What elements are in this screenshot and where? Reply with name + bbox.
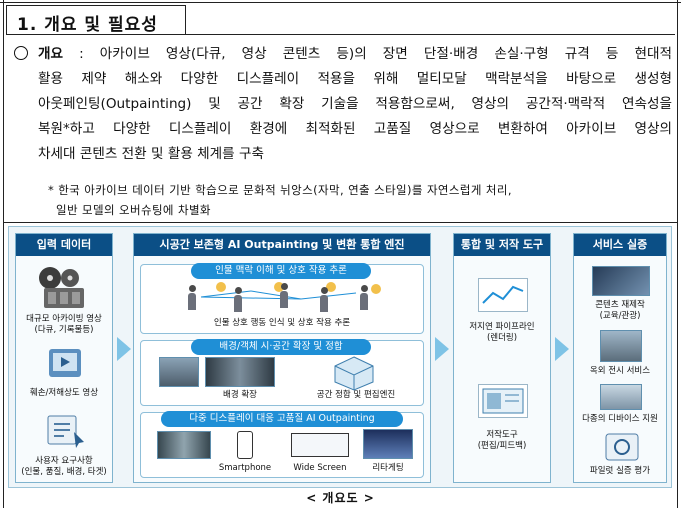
overview-paragraph: 개요 : 아카이브 영상(다큐, 영상 콘텐츠 등)의 장면 단절·배경 손실·… [14, 42, 672, 167]
heading-rule [186, 34, 675, 35]
tools-item-pipeline: 저지연 파이프라인 [469, 322, 535, 332]
figure-top-rule [4, 222, 678, 223]
services-column: 서비스 실증 콘텐츠 재제작 (교육/관광) 옥외 전시 서비스 다종의 디바이… [573, 233, 667, 483]
input-column: 입력 데이터 대규모 아카이빙 영상 (다큐, 기록물등) 훼손/저해상도 영상… [15, 233, 113, 483]
content-remake-thumbnail [592, 266, 650, 296]
overview-text-1: : 아카이브 영상(다큐, 영상 콘텐츠 등)의 장면 단절·배경 손실·구형 … [79, 46, 673, 62]
pipeline-icon [478, 278, 528, 312]
overview-line-5: 차세대 콘텐츠 전환 및 활용 체계를 구축 [38, 146, 265, 162]
engine-panel-spatial: 배경/객체 시·공간 확장 및 정합 배경 확장 공간 정합 및 편집엔진 [140, 339, 424, 406]
person-icon [279, 283, 289, 309]
overview-line-2: 활용 제약 해소와 다양한 디스플레이 적용을 위해 멀티모달 맥락분석을 바탕… [38, 71, 672, 87]
engine-column-title: 시공간 보존형 AI Outpainting 및 변환 통합 엔진 [134, 234, 430, 256]
input-item-archive-sub: (다큐, 기록물등) [34, 325, 94, 335]
multi-device-thumbnail [600, 384, 642, 410]
top-divider [0, 0, 681, 3]
footnote-line-2: 일반 모델의 오버슈팅에 차별화 [56, 203, 211, 217]
authoring-tool-icon [478, 384, 528, 418]
person-icon [359, 285, 369, 311]
engine-column: 시공간 보존형 AI Outpainting 및 변환 통합 엔진 인물 맥락 … [133, 233, 431, 483]
person-icon [187, 285, 197, 311]
input-item-damaged: 훼손/저해상도 영상 [29, 388, 99, 398]
overview-line-1: 개요 : 아카이브 영상(다큐, 영상 콘텐츠 등)의 장면 단절·배경 손실·… [14, 42, 672, 67]
panel-display-caption-smartphone: Smartphone [218, 463, 272, 473]
input-item-request-sub: (인물, 품질, 배경, 타겟) [21, 467, 107, 477]
tools-column: 통합 및 저작 도구 저지연 파이프라인 (렌더링) 저작도구 (편집/피드백) [453, 233, 551, 483]
overview-label: 개요 [38, 46, 64, 62]
tools-item-authoring: 저작도구 [486, 430, 518, 440]
outdoor-exhibition-thumbnail [600, 330, 642, 362]
section-heading-box: 1. 개요 및 필요성 [6, 5, 186, 35]
circle-bullet-icon [14, 46, 28, 60]
background-extension-thumbnail [205, 357, 275, 387]
wide-screen-icon [291, 433, 349, 457]
tools-column-title: 통합 및 저작 도구 [454, 234, 550, 256]
person-icon [233, 287, 243, 313]
source-frame-thumbnail [159, 357, 199, 387]
service-item-pilot: 파일럿 실증 평가 [589, 466, 651, 476]
engine-panel-context: 인물 맥락 이해 및 상호 작용 추론 인물 상호 행동 인식 및 상호 작용 … [140, 263, 424, 334]
panel-display-caption-retarget: 리타게팅 [372, 463, 404, 473]
document-frame [3, 0, 678, 508]
service-item-outdoor: 옥외 전시 서비스 [589, 366, 651, 376]
panel-context-title: 인물 맥락 이해 및 상호 작용 추론 [191, 263, 371, 279]
service-item-remake: 콘텐츠 재제작 [595, 300, 645, 310]
panel-spatial-caption-2: 공간 정합 및 편집엔진 [316, 390, 396, 400]
pipeline-graph-icon [482, 285, 524, 304]
retargeting-thumbnail [363, 429, 413, 459]
engine-panel-display: 다중 디스플레이 대응 고품질 AI Outpainting Smartphon… [140, 411, 424, 478]
panel-spatial-title: 배경/객체 시·공간 확장 및 정합 [191, 339, 371, 355]
overview-diagram: 입력 데이터 대규모 아카이빙 영상 (다큐, 기록물등) 훼손/저해상도 영상… [8, 226, 672, 488]
damaged-video-icon [49, 349, 81, 377]
figure-caption: < 개요도 > [306, 491, 375, 505]
services-column-title: 서비스 실증 [574, 234, 666, 256]
service-item-devices: 다종의 디바이스 지원 [582, 414, 658, 424]
footnote: * 한국 아카이브 데이터 기반 학습으로 문화적 뉘앙스(자막, 연출 스타일… [48, 180, 670, 220]
person-icon [319, 287, 329, 313]
tools-item-pipeline-sub: (렌더링) [486, 333, 518, 343]
panel-display-caption-wide: Wide Screen [293, 463, 347, 473]
arrow-right-icon [555, 337, 569, 361]
service-item-remake-sub: (교육/관광) [599, 311, 641, 321]
input-item-request: 사용자 요구사항 [35, 456, 93, 466]
tools-item-authoring-sub: (편집/피드백) [477, 441, 527, 451]
input-column-title: 입력 데이터 [16, 234, 112, 256]
user-request-icon [47, 415, 84, 448]
editor-window-icon [482, 388, 524, 414]
smartphone-icon [237, 431, 253, 459]
source-video-thumbnail [157, 431, 211, 459]
panel-context-caption: 인물 상호 행동 인식 및 상호 작용 추론 [213, 318, 351, 328]
arrow-right-icon [435, 337, 449, 361]
overview-line-3: 아웃페인팅(Outpainting) 및 공간 확장 기술을 적용함으로써, 영… [38, 96, 672, 112]
footnote-line-1: * 한국 아카이브 데이터 기반 학습으로 문화적 뉘앙스(자막, 연출 스타일… [48, 183, 512, 197]
film-reel-icon [39, 267, 84, 308]
arrow-right-icon [117, 337, 131, 361]
input-item-archive: 대규모 아카이빙 영상 [26, 314, 102, 324]
panel-display-title: 다중 디스플레이 대응 고품질 AI Outpainting [161, 411, 403, 427]
overview-line-4: 복원*하고 다양한 디스플레이 환경에 최적화된 고품질 영상으로 변환하여 아… [38, 121, 672, 137]
spatial-cube-icon [334, 356, 374, 391]
section-heading: 1. 개요 및 필요성 [17, 15, 158, 35]
pilot-test-icon [605, 433, 639, 461]
panel-spatial-caption-1: 배경 확장 [223, 390, 257, 400]
